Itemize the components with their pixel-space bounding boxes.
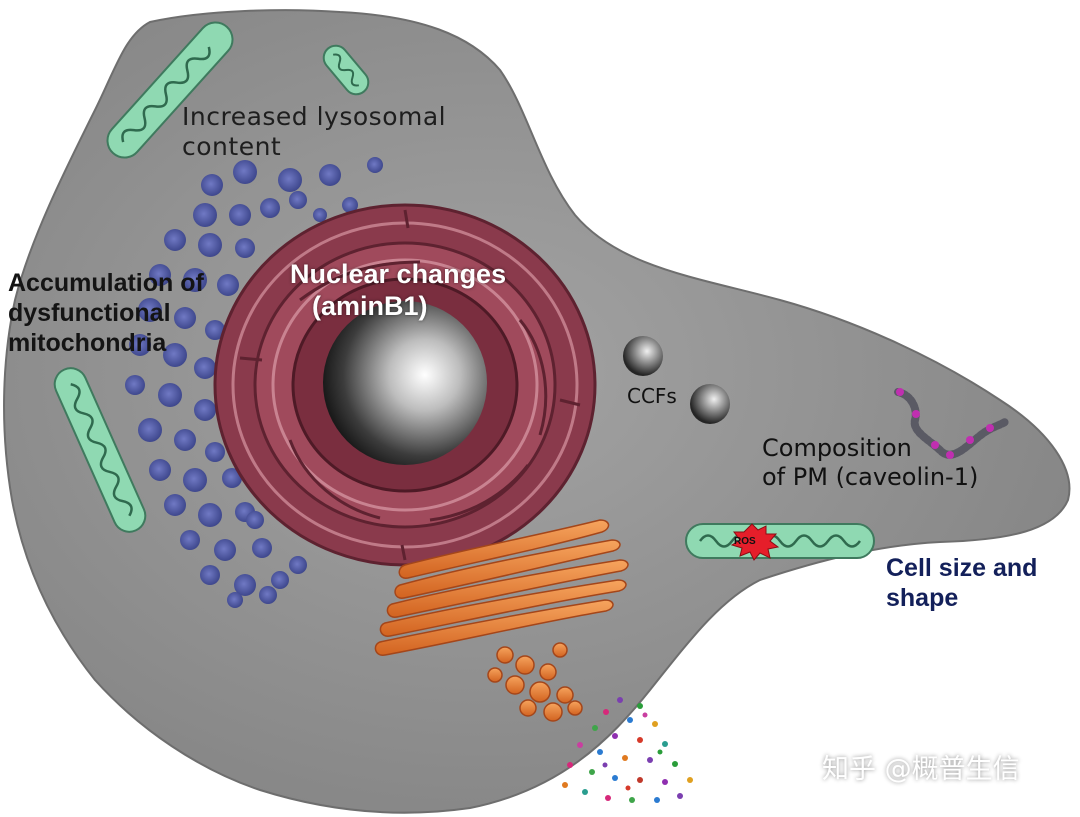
cell-size-label-line-2: shape (886, 584, 959, 612)
ccfs-label: CCFs (627, 384, 677, 408)
lysosomal-label-line-2: content (182, 132, 282, 161)
sasp-secretion-dots (562, 697, 693, 803)
membrane-label-line-2: of PM (caveolin-1) (762, 462, 979, 491)
mitochondria-label-line-1: Accumulation of (8, 269, 204, 297)
mitochondria-label-line-2: dysfunctional (8, 299, 171, 327)
lysosomal-label-line-1: Increased lysosomal (182, 102, 447, 131)
cell-size-label-line-1: Cell size and (886, 554, 1038, 582)
watermark: 知乎 @概普生信 (822, 754, 1020, 785)
lysosomal-content-label: Increased lysosomal content (182, 102, 446, 162)
nucleolus (323, 301, 487, 465)
golgi-apparatus (374, 519, 629, 722)
plasma-membrane-label: Composition of PM (caveolin-1) (762, 434, 978, 492)
mitochondria (53, 21, 875, 561)
mitochondria-label-line-3: mitochondria (8, 329, 167, 357)
nucleus (213, 203, 597, 567)
ros-burst-icon (730, 523, 780, 561)
cell-size-shape-label: Cell size and shape (886, 553, 1037, 613)
lysosome-cluster (125, 157, 383, 608)
nuclear-label-line-2: (aminB1) (312, 291, 428, 322)
ros-label: ROS (734, 536, 756, 547)
mitochondria-label: Accumulation of dysfunctional mitochondr… (8, 268, 204, 358)
caveolin-membrane-chain (894, 388, 1009, 459)
membrane-label-line-1: Composition (762, 434, 912, 462)
nuclear-label-line-1: Nuclear changes (290, 259, 507, 289)
nuclear-changes-label: Nuclear changes (aminB1) (290, 258, 506, 323)
ccf-particles (623, 336, 730, 424)
